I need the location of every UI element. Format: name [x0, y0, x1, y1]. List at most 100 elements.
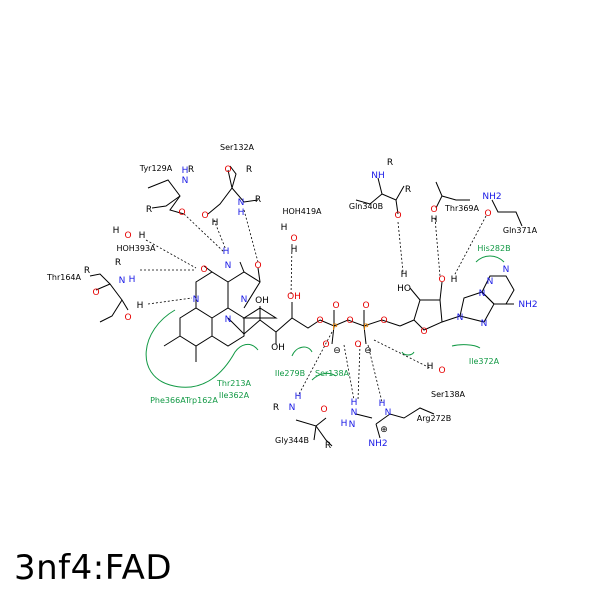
residue-label-his282: His282B	[477, 244, 510, 253]
atom-O: O	[322, 340, 329, 350]
atom-O: O	[124, 313, 131, 323]
atom-minus: ⊖	[364, 346, 372, 356]
atom-H: H	[295, 392, 302, 402]
atom-R: R	[405, 185, 411, 195]
atom-OH: OH	[287, 292, 301, 302]
atom-O: O	[332, 301, 339, 311]
hydrophobic-arc-phe366	[145, 309, 259, 388]
atom-H: H	[139, 231, 146, 241]
atom-H: H	[238, 208, 245, 218]
hydrogen-bonds	[140, 209, 487, 403]
residue-label-thr164: Thr164A	[46, 273, 82, 282]
atom-N: N	[182, 176, 189, 186]
residue-label-ser132: Ser132A	[220, 143, 255, 152]
atom-O: O	[362, 301, 369, 311]
atom-plus: ⊕	[380, 425, 388, 435]
hydrophobic-arc-his282	[475, 255, 505, 263]
atom-O: O	[438, 366, 445, 376]
atom-N: N	[349, 420, 356, 430]
atom-H: H	[212, 218, 219, 228]
atom-N: N	[193, 295, 200, 305]
atom-O: O	[92, 288, 99, 298]
hbond	[183, 213, 225, 253]
atom-H: H	[427, 362, 434, 372]
atom-H: H	[291, 245, 298, 255]
atom-N: N	[457, 313, 464, 323]
hbond	[397, 221, 404, 273]
atom-H: H	[129, 275, 136, 285]
atom-N: N	[289, 403, 296, 413]
atom-NH2: NH2	[482, 192, 501, 202]
atom-N: N	[238, 198, 245, 208]
atom-R: R	[325, 441, 331, 451]
fad-ligand	[89, 165, 523, 447]
atom-R: R	[146, 205, 152, 215]
atom-NH: NH	[371, 171, 385, 181]
hbond	[357, 344, 361, 401]
residue-label-hoh393: HOH393A	[116, 244, 156, 253]
atom-R: R	[246, 165, 252, 175]
hbond	[243, 209, 259, 263]
atom-N: N	[481, 319, 488, 329]
atom-H: H	[351, 398, 358, 408]
hbond	[343, 344, 355, 401]
hbond	[367, 344, 383, 403]
atom-H: H	[182, 166, 189, 176]
atom-O: O	[201, 211, 208, 221]
atom-O: O	[430, 205, 437, 215]
hydrophobic-arc-ile279	[291, 346, 313, 357]
residue-label-ile362: Ile362A	[219, 391, 250, 400]
atom-NH2: NH2	[518, 300, 537, 310]
residue-label-arg272: Arg272B	[417, 414, 451, 423]
atom-labels: R N H R O O H O R N H R H O H H O H R R …	[84, 158, 538, 451]
atom-OH: OH	[255, 296, 269, 306]
residue-label-thr369: Thr369A	[444, 204, 480, 213]
atom-O: O	[420, 327, 427, 337]
residue-label-tyr129: Tyr129A	[139, 164, 173, 173]
atom-O: O	[254, 261, 261, 271]
atom-O: O	[224, 165, 231, 175]
atom-N: N	[225, 315, 232, 325]
residue-labels: Tyr129A Ser132A HOH419A HOH393A Thr164A …	[46, 143, 538, 445]
residue-label-thr213: Thr213A	[216, 379, 252, 388]
atom-P: P	[332, 323, 338, 333]
atom-OH: OH	[271, 343, 285, 353]
atom-minus: ⊖	[333, 346, 341, 356]
atom-R: R	[188, 165, 194, 175]
atom-N: N	[119, 276, 126, 286]
hydrophobic-arc-ile372b	[451, 344, 481, 349]
hbond	[145, 239, 197, 269]
atom-O: O	[320, 405, 327, 415]
residue-label-ile372: Ile372A	[469, 357, 500, 366]
atom-R: R	[115, 258, 121, 268]
atom-H: H	[401, 270, 408, 280]
hbond	[373, 339, 431, 369]
residue-label-gln371: Gln371A	[503, 226, 538, 235]
residue-label-hoh419: HOH419A	[282, 207, 322, 216]
atom-N: N	[503, 265, 510, 275]
atom-R: R	[273, 403, 279, 413]
hydrophobic-contacts	[145, 255, 505, 388]
atom-H: H	[431, 215, 438, 225]
atom-R: R	[387, 158, 393, 168]
atom-R: R	[255, 195, 261, 205]
atom-H: H	[113, 226, 120, 236]
atom-H: H	[223, 247, 230, 257]
atom-O: O	[438, 275, 445, 285]
atom-HO: HO	[397, 284, 411, 294]
residue-label-ser138: Ser138A	[431, 390, 466, 399]
atom-O: O	[178, 208, 185, 218]
atom-N: N	[385, 408, 392, 418]
atom-O: O	[316, 316, 323, 326]
atom-O: O	[290, 234, 297, 244]
atom-O: O	[380, 316, 387, 326]
hbond	[297, 331, 333, 397]
atom-H: H	[451, 275, 458, 285]
residue-label-phe366-trp162: Phe366ATrp162A	[150, 396, 218, 405]
atom-O: O	[354, 340, 361, 350]
atom-N: N	[487, 277, 494, 287]
hydrophobic-arc-ser138	[311, 372, 337, 381]
residue-label-gly344: Gly344B	[275, 436, 309, 445]
residue-label-gln340: Gln340B	[349, 202, 383, 211]
